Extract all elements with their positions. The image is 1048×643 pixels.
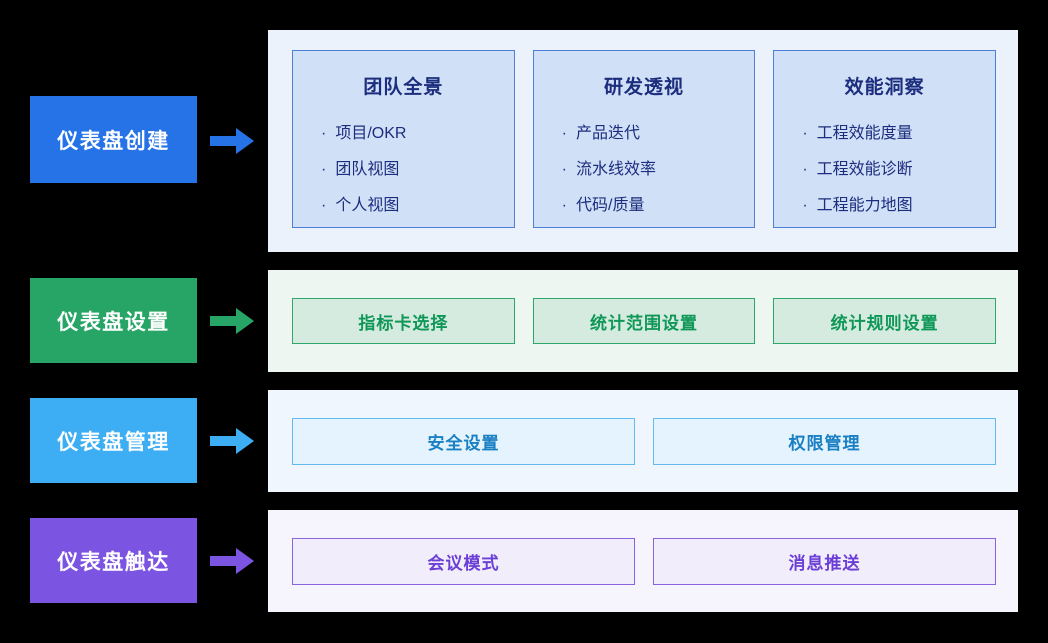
card-item-label: 流水线效率 xyxy=(576,161,657,178)
button-label: 会议模式 xyxy=(427,553,500,573)
card-item: · 代码/质量 xyxy=(562,188,755,224)
arrow-right-icon xyxy=(210,128,254,154)
panel-dashboard-reach: 会议模式 消息推送 xyxy=(268,510,1018,612)
card-title: 效能洞察 xyxy=(844,77,925,98)
card-title: 团队全景 xyxy=(363,77,444,98)
bullet-icon: · xyxy=(802,197,808,214)
card-item-label: 项目/OKR xyxy=(335,125,407,142)
feature-card-team-overview: 团队全景 · 项目/OKR · 团队视图 · 个人视图 xyxy=(292,50,515,228)
node-dashboard-settings: 仪表盘设置 xyxy=(30,278,197,363)
feature-button-permission-manage: 权限管理 xyxy=(653,417,996,465)
card-item-label: 代码/质量 xyxy=(576,197,645,214)
card-list: · 工程效能度量 · 工程效能诊断 · 工程能力地图 xyxy=(774,116,995,224)
button-label: 消息推送 xyxy=(788,553,861,573)
node-dashboard-manage: 仪表盘管理 xyxy=(30,398,197,483)
feature-button-security-settings: 安全设置 xyxy=(292,417,635,465)
bullet-icon: · xyxy=(561,197,567,214)
feature-card-efficiency-insight: 效能洞察 · 工程效能度量 · 工程效能诊断 · 工程能力地图 xyxy=(773,50,997,228)
feature-button-stat-scope: 统计范围设置 xyxy=(532,298,756,344)
button-label: 统计范围设置 xyxy=(590,313,698,333)
card-item-label: 个人视图 xyxy=(335,197,400,214)
card-item: · 产品迭代 xyxy=(562,116,755,152)
feature-button-message-push: 消息推送 xyxy=(653,537,996,585)
feature-card-rd-perspective: 研发透视 · 产品迭代 · 流水线效率 · 代码/质量 xyxy=(532,50,756,228)
arrow-right-icon xyxy=(210,428,254,454)
card-item-label: 团队视图 xyxy=(335,161,400,178)
node-label: 仪表盘触达 xyxy=(57,550,170,574)
panel-dashboard-settings: 指标卡选择 统计范围设置 统计规则设置 xyxy=(268,270,1018,372)
node-dashboard-create: 仪表盘创建 xyxy=(30,96,197,183)
card-item-label: 工程效能度量 xyxy=(816,125,913,142)
panel-dashboard-manage: 安全设置 权限管理 xyxy=(268,390,1018,492)
card-item: · 工程能力地图 xyxy=(802,188,995,224)
card-item: · 项目/OKR xyxy=(321,116,514,152)
card-item: · 流水线效率 xyxy=(562,152,755,188)
bullet-icon: · xyxy=(561,125,567,142)
button-label: 统计规则设置 xyxy=(830,313,939,333)
button-label: 指标卡选择 xyxy=(358,313,449,333)
bullet-icon: · xyxy=(321,161,327,178)
bullet-icon: · xyxy=(321,125,327,142)
card-item: · 工程效能度量 xyxy=(802,116,995,152)
bullet-icon: · xyxy=(561,161,567,178)
arrow-right-icon xyxy=(210,308,254,334)
bullet-icon: · xyxy=(802,161,808,178)
feature-button-metric-card-select: 指标卡选择 xyxy=(292,298,515,344)
card-item-label: 产品迭代 xyxy=(576,125,641,142)
node-label: 仪表盘管理 xyxy=(57,430,170,454)
arrow-right-icon xyxy=(210,548,254,574)
feature-button-meeting-mode: 会议模式 xyxy=(292,537,635,585)
node-label: 仪表盘创建 xyxy=(57,129,170,153)
card-item: · 团队视图 xyxy=(321,152,514,188)
card-item-label: 工程效能诊断 xyxy=(816,161,913,178)
bullet-icon: · xyxy=(802,125,808,142)
node-dashboard-reach: 仪表盘触达 xyxy=(30,518,197,603)
button-label: 安全设置 xyxy=(427,433,500,453)
card-item: · 个人视图 xyxy=(321,188,514,224)
card-item-label: 工程能力地图 xyxy=(816,197,913,214)
feature-button-stat-rules: 统计规则设置 xyxy=(773,298,997,344)
card-list: · 产品迭代 · 流水线效率 · 代码/质量 xyxy=(534,116,755,224)
bullet-icon: · xyxy=(321,197,327,214)
card-list: · 项目/OKR · 团队视图 · 个人视图 xyxy=(293,116,514,224)
panel-dashboard-create: 团队全景 · 项目/OKR · 团队视图 · 个人视图 研发透视 · 产品迭代 · 流水线… xyxy=(268,30,1018,252)
button-label: 权限管理 xyxy=(788,433,861,453)
card-item: · 工程效能诊断 xyxy=(802,152,995,188)
card-title: 研发透视 xyxy=(604,77,685,98)
node-label: 仪表盘设置 xyxy=(57,310,170,334)
